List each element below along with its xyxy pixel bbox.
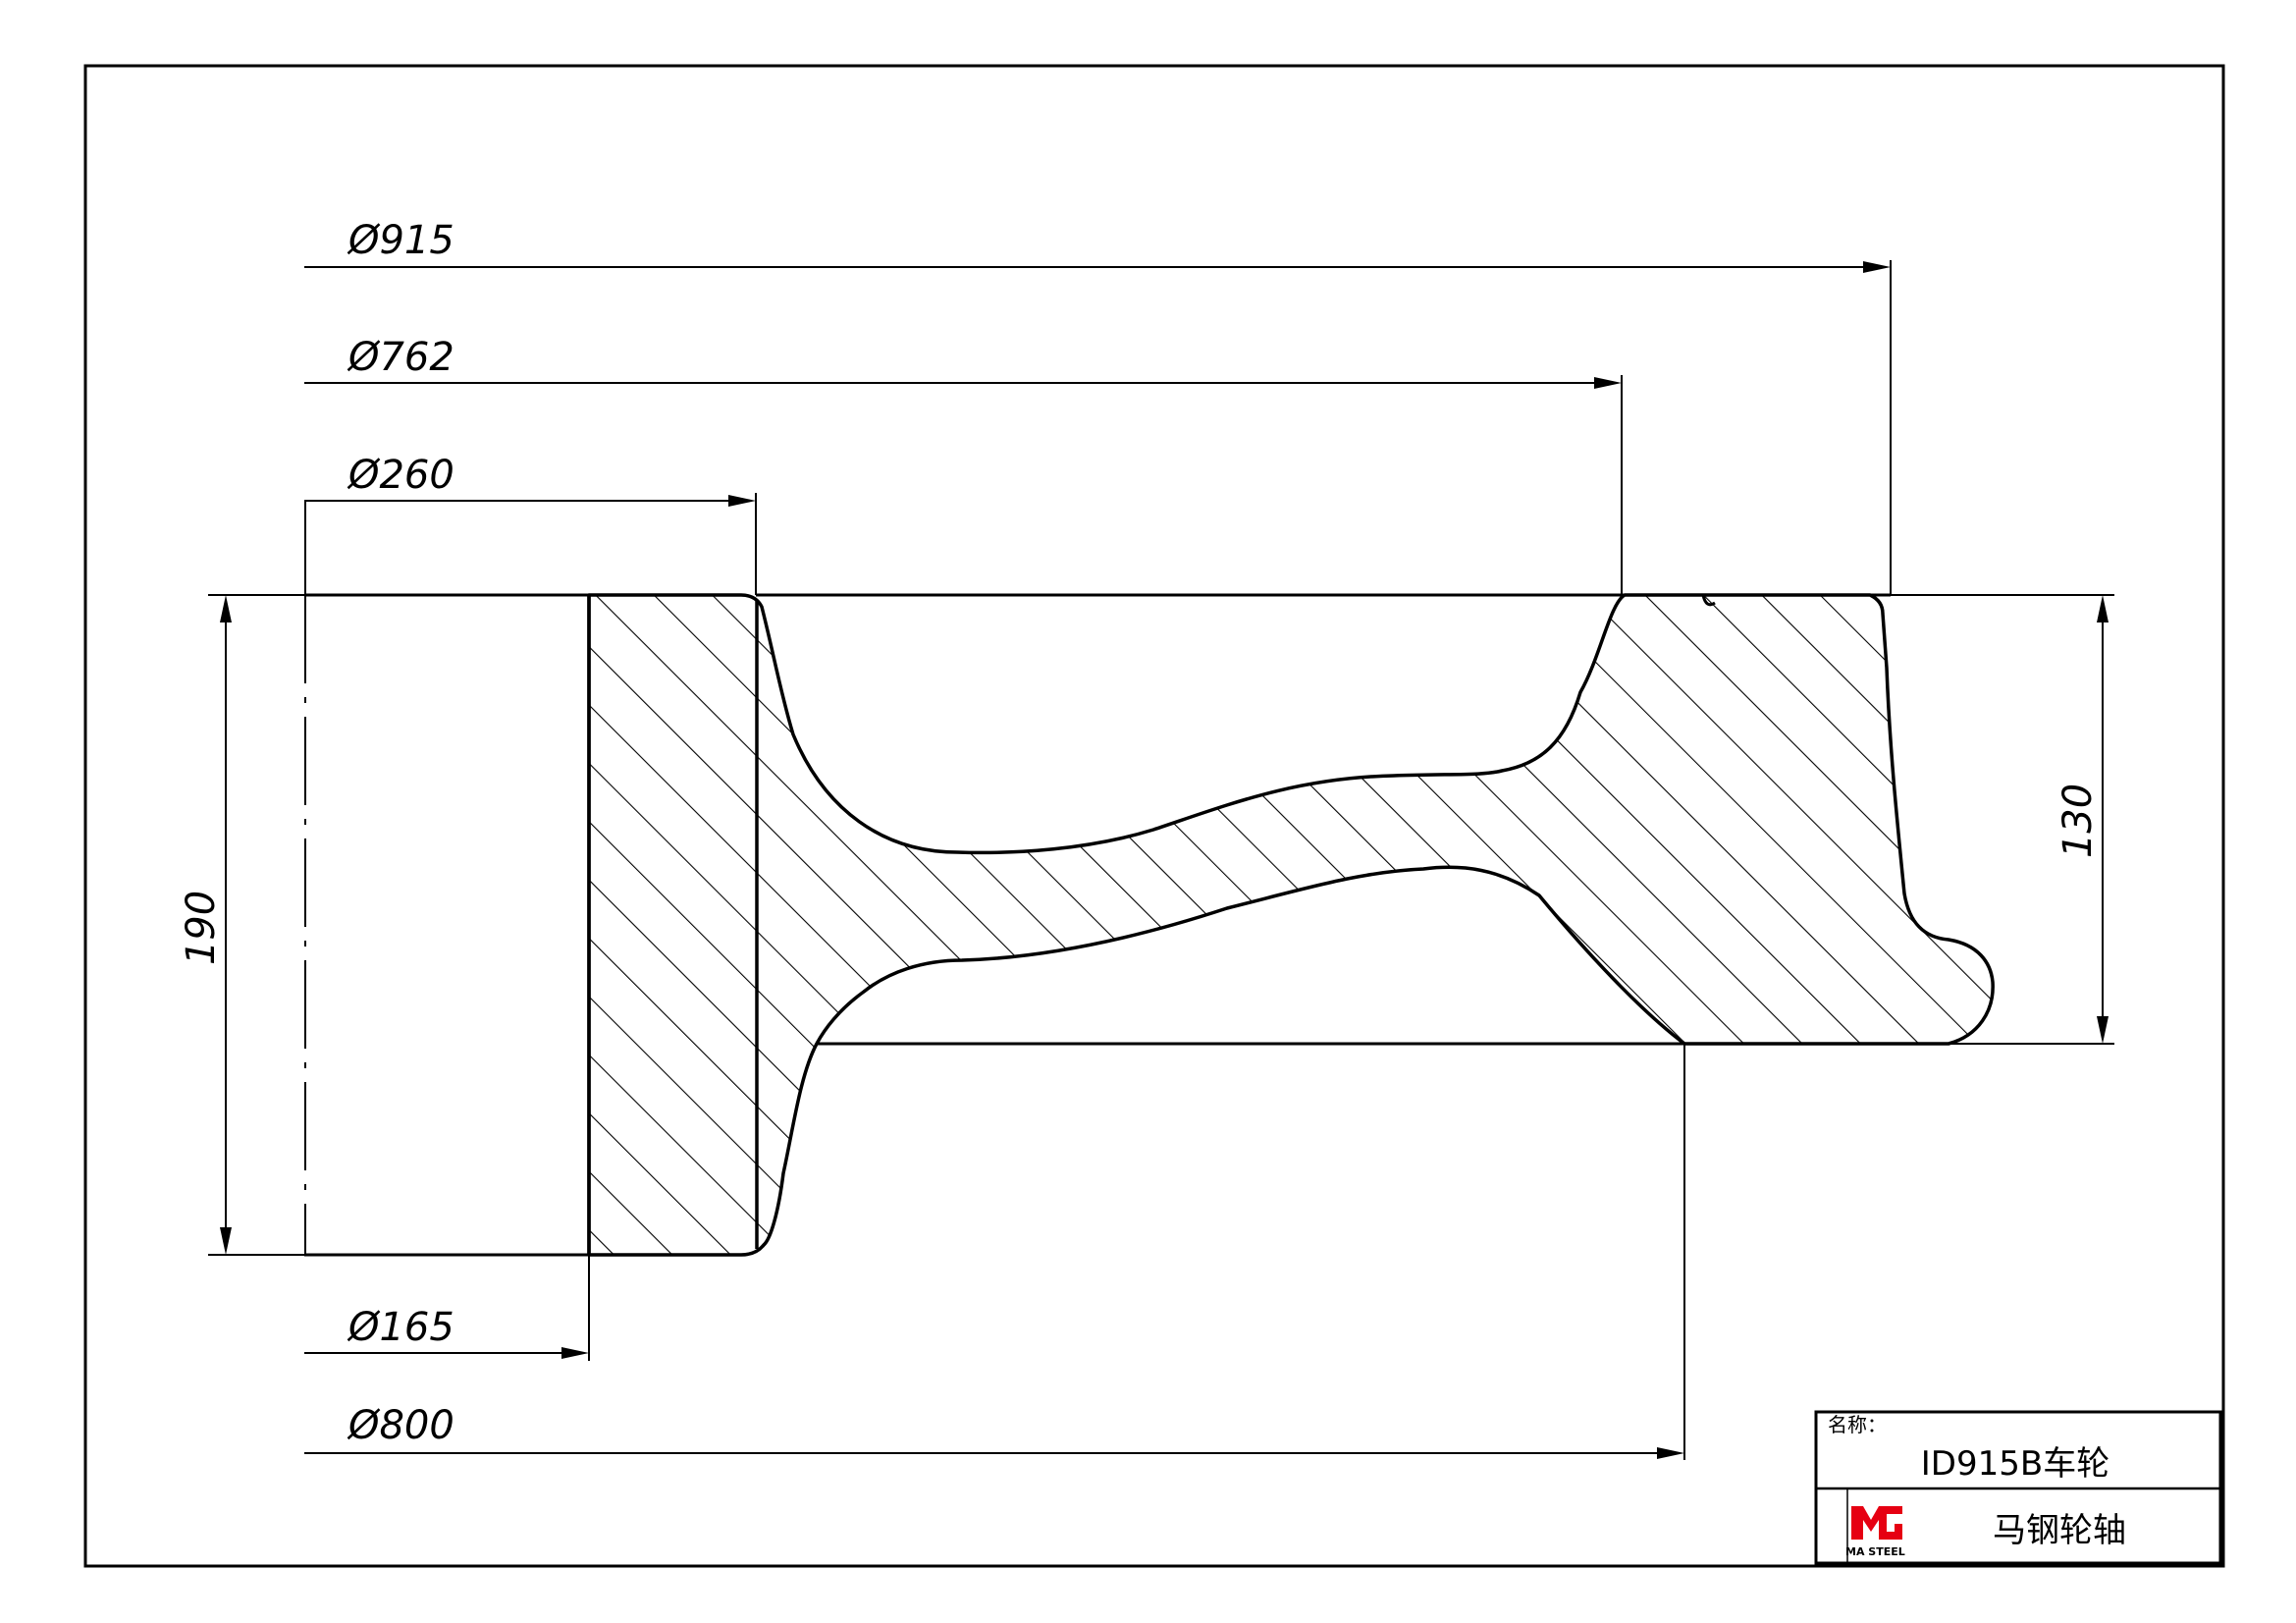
- dim-d762-text: Ø762: [347, 335, 454, 380]
- wheel-cross-section: [587, 593, 1995, 1257]
- sheet-border: [83, 64, 2225, 1568]
- logo-mark: [1851, 1506, 1902, 1540]
- company-name: 马钢轮轴: [1993, 1511, 2126, 1550]
- logo-text: MA STEEL: [1845, 1545, 1905, 1558]
- rim-notch: [1701, 594, 1716, 607]
- name-label: 名称：: [1828, 1413, 1887, 1436]
- dimension-arrows: [220, 261, 2109, 1459]
- title-block: 名称： ID915B车轮 马钢轮轴 MA STEEL: [1814, 1410, 2222, 1565]
- dim-d800-text: Ø800: [347, 1403, 454, 1448]
- dim-h190-text: 190: [179, 891, 224, 965]
- masteel-logo: MA STEEL: [1845, 1506, 1905, 1558]
- part-name: ID915B车轮: [1921, 1444, 2109, 1484]
- dimension-lines: [208, 260, 2114, 1460]
- dim-d915-text: Ø915: [347, 218, 454, 263]
- dim-d165-text: Ø165: [347, 1305, 454, 1350]
- dim-h130-text: 130: [2056, 784, 2101, 858]
- dim-d260-text: Ø260: [347, 453, 454, 498]
